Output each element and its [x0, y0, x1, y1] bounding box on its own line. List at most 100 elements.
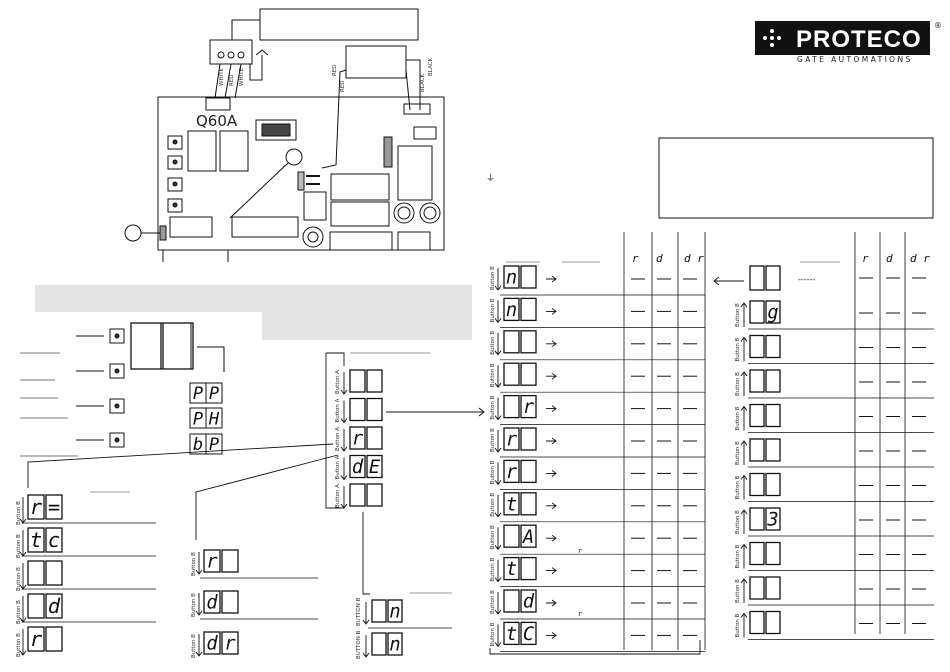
centre-menu-arrow-2: [340, 429, 348, 452]
mid-menu-button-label-0: Button B: [191, 552, 197, 576]
far-table-arrow-7: [740, 543, 748, 569]
far-table-header-1: d: [886, 252, 893, 265]
right-table-row-11-right-glyph: C: [523, 624, 535, 645]
far-table-row-9-right-cell: [765, 610, 781, 635]
far-table-row-6-right-glyph: 3: [766, 510, 778, 531]
right-table-row-8-left-cell: [503, 524, 520, 548]
left-menu-item-3-left-cell: [27, 593, 45, 619]
far-table-arrow-2: [740, 371, 748, 396]
control-board: [124, 19, 445, 262]
left-menu-item-2-left-cell: [27, 560, 45, 586]
programming-banner: [35, 285, 472, 340]
right-table-arrow-4: [494, 397, 502, 421]
right-table-row-2-left-cell: [503, 330, 520, 354]
connector-to-mid: [195, 454, 339, 540]
far-table-row-1-right-cell: [765, 334, 781, 359]
right-table-button-label-5: Button B: [490, 428, 496, 452]
right-note-box: [658, 137, 934, 219]
right-table-pointer-5: [546, 437, 557, 445]
right-table-row-3-right-cell: [520, 362, 537, 386]
far-table-button-label-3: Button B: [735, 406, 741, 430]
far-table-top-right-cell: [765, 265, 781, 291]
far-table-row-7-right-cell: [765, 541, 781, 566]
left-menu-button-label-1: Button B: [16, 534, 22, 558]
right-table-button-label-0: Button B: [490, 266, 496, 290]
mid-menu-item-2-left-glyph: d: [206, 634, 218, 655]
far-table-arrow-8: [740, 578, 748, 603]
left-menu-button-label-2: Button B: [16, 567, 22, 591]
mid-menu-item-0-left-cell: [203, 549, 221, 573]
far-table-arrow-5: [740, 474, 748, 500]
wire-label-white: WHITE: [219, 67, 225, 86]
left-menu-item-0-right-cell: [45, 494, 63, 520]
right-table-arrow-1: [494, 300, 502, 324]
far-table-row-4-left-cell: [749, 438, 765, 462]
brand-name: PROTECO: [796, 26, 922, 53]
centre-menu-item-1-left-cell: [349, 397, 366, 422]
right-table-pointer-3: [546, 372, 557, 380]
far-table-button-label-2: Button B: [735, 372, 741, 396]
right-table-button-label-10: Button B: [490, 590, 496, 614]
right-table-header-0: r: [632, 252, 639, 265]
mid-menu-item-2-left-cell: [203, 631, 221, 655]
mid-menu-item-1-left-cell: [203, 590, 221, 614]
centre-menu-item-2-left-cell: [349, 426, 366, 450]
far-menu-item-0-left-cell: [371, 599, 387, 623]
right-table-arrow-3: [494, 365, 502, 388]
right-table-arrow-9: [494, 559, 502, 583]
right-table-row-8-right-cell: [520, 524, 537, 548]
left-menu-item-0-left-cell: [27, 494, 45, 520]
centre-menu-item-3-right-glyph: E: [369, 457, 381, 478]
right-table-row-2-right-cell: [520, 330, 537, 354]
right-table-pointer-11: [546, 632, 557, 639]
left-menu-item-1-right-cell: [45, 527, 63, 553]
far-table-button-label-1: Button B: [735, 337, 741, 361]
right-table-pointer-0: [546, 275, 557, 283]
centre-menu-item-0-right-cell: [366, 369, 383, 393]
right-table-button-label-9: Button B: [490, 557, 496, 581]
registered-mark: ®: [934, 21, 942, 30]
right-table-row-4-left-cell: [503, 394, 520, 419]
far-table-row-5-right-cell: [765, 472, 781, 497]
right-table-row-10-right-cell: [520, 589, 537, 613]
far-table-button-label-7: Button B: [735, 544, 741, 568]
far-table-button-label-6: Button B: [735, 510, 741, 534]
right-table-arrow-2: [494, 332, 502, 356]
right-table-button-label-8: Button B: [490, 525, 496, 549]
connector-to-left: [27, 443, 334, 488]
right-table-button-label-1: Button B: [490, 298, 496, 322]
far-table-row-8-right-cell: [765, 576, 781, 600]
main-display-right-cell: [162, 322, 194, 370]
left-menu-item-4-left-cell: [27, 626, 45, 652]
right-table-arrow-5: [494, 430, 502, 453]
wire-label-red-left-2: RED: [340, 80, 346, 92]
right-table-row-9-left-cell: [503, 556, 520, 581]
right-table-pointer-7: [546, 502, 557, 510]
right-table-arrow-6: [494, 462, 502, 486]
far-table-row-7-left-cell: [749, 541, 765, 566]
mid-menu-item-2-right-cell: [221, 631, 239, 655]
centre-menu-item-1-right-cell: [366, 397, 383, 422]
far-table-row-9-left-cell: [749, 610, 765, 635]
right-table-row-0-left-glyph: n: [506, 268, 517, 289]
far-menu-item-0-right-glyph: n: [389, 602, 400, 623]
far-table-arrow-9: [740, 612, 748, 638]
right-table-arrow-10: [494, 592, 502, 615]
far-table-arrow-6: [740, 509, 748, 534]
far-table-arrow-1: [740, 336, 748, 362]
far-table-row-4-right-cell: [765, 438, 781, 462]
far-table-row-0-left-cell: [749, 300, 765, 324]
wire-label-red-left: RED: [332, 64, 338, 76]
centre-menu-item-2-right-cell: [366, 426, 383, 450]
main-display-left-cell: [130, 322, 162, 370]
far-menu-item-1-right-glyph: n: [389, 635, 400, 656]
proteco-logo: PROTECO ® GATE AUTOMATIONS: [755, 21, 942, 64]
far-table-row-3-left-cell: [749, 403, 765, 428]
centre-menu-item-3-left-cell: [349, 454, 366, 479]
mode-glyph-1-b: H: [208, 410, 220, 430]
right-table-arrow-7: [494, 494, 502, 518]
mid-menu-item-1-left-glyph: d: [206, 593, 218, 614]
right-table-arrow-11: [494, 624, 502, 648]
far-table-row-6-right-cell: [765, 507, 781, 531]
left-menu-button-label-4: Button B: [16, 633, 22, 657]
